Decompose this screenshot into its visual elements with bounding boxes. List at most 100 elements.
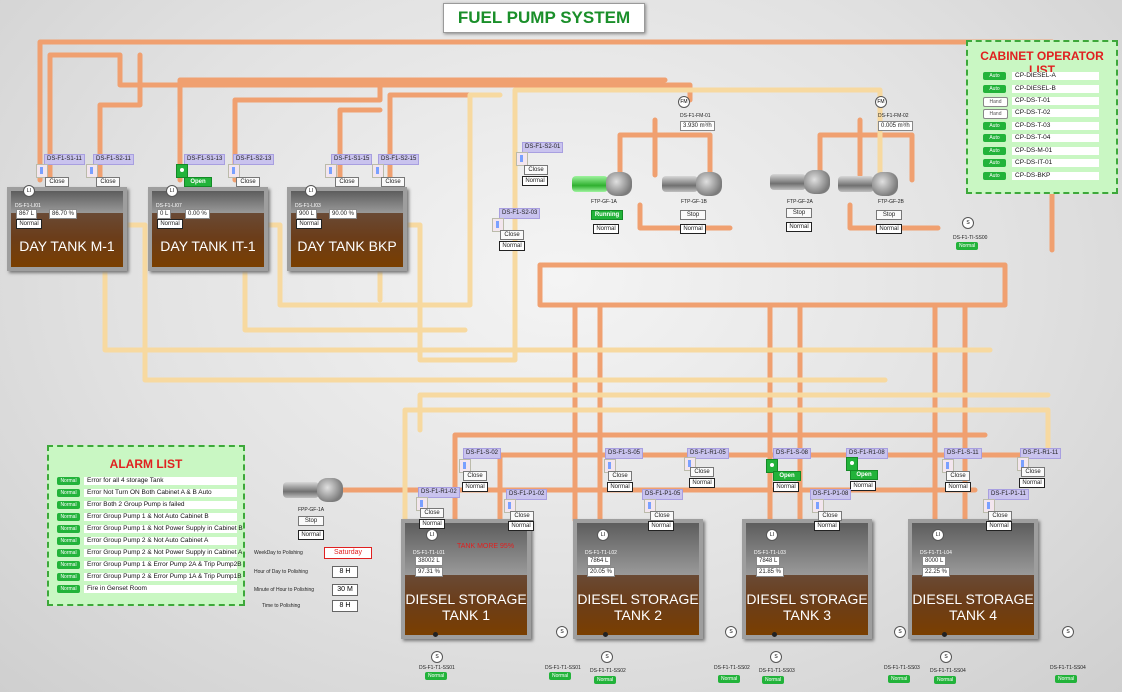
sensor-tag: DS-F1-T1-SS04 — [1050, 665, 1086, 671]
sensor-status-badge: Normal — [1055, 675, 1078, 683]
valve-state-button[interactable]: Close — [236, 177, 260, 187]
valve-state-button[interactable]: Close — [818, 511, 842, 521]
cabinet-name: CP-DIESEL-A — [1012, 72, 1099, 80]
valve-icon[interactable] — [459, 459, 471, 473]
valve-state-button[interactable]: Close — [500, 230, 524, 240]
valve-tag: DS-F1-R1-08 — [846, 448, 888, 459]
sensor-status-badge: Normal — [425, 672, 448, 680]
polishing-time-value[interactable]: 8 H — [332, 600, 358, 612]
valve-state-button[interactable]: Close — [335, 177, 359, 187]
valve-icon[interactable] — [176, 164, 188, 178]
valve-tag: DS-F1-P1-11 — [988, 489, 1029, 500]
valve-status: Normal — [419, 519, 445, 529]
tank-percent: 0.00 % — [185, 209, 210, 219]
valve-state-button[interactable]: Open — [850, 470, 878, 480]
tank-volume: 900 L — [296, 209, 318, 219]
alarm-status-badge: Normal — [57, 513, 80, 521]
day-tank-name: DAY TANK M-1 — [19, 238, 115, 254]
polishing-weekday-value[interactable]: Saturday — [324, 547, 372, 559]
polishing-hour-value[interactable]: 8 H — [332, 566, 358, 578]
sensor-icon: S — [601, 651, 613, 663]
alarm-text: Error Not Turn ON Both Cabinet A & B Aut… — [84, 489, 237, 497]
pump-state-button[interactable]: Stop — [680, 210, 706, 220]
level-gauge-icon: LI — [426, 529, 438, 541]
valve-state-button[interactable]: Close — [96, 177, 120, 187]
valve-status: Normal — [462, 482, 488, 492]
pump-state-button[interactable]: Stop — [786, 208, 812, 218]
level-gauge-icon: LI — [597, 529, 609, 541]
valve-icon[interactable] — [766, 459, 778, 473]
diesel-storage-tank-4[interactable]: DIESEL STORAGE TANK 4 DS-F1-T1-L04 8000 … — [908, 519, 1038, 639]
diesel-storage-tank-2[interactable]: DIESEL STORAGE TANK 2 DS-F1-T1-L02 7864 … — [573, 519, 703, 639]
valve-icon[interactable] — [228, 164, 240, 178]
valve-state-button[interactable]: Close — [420, 508, 444, 518]
valve-status: Normal — [508, 521, 534, 531]
valve-icon[interactable] — [372, 164, 384, 178]
valve-tag: DS-F1-S-11 — [944, 448, 982, 459]
polishing-label: Hour of Day to Polishing — [254, 569, 308, 575]
pump-state-button[interactable]: Stop — [298, 516, 324, 526]
valve-state-button[interactable]: Close — [510, 511, 534, 521]
level-tag: DS-F1-LI01 — [15, 203, 41, 209]
cabinet-name: CP-DS-T-01 — [1012, 97, 1099, 105]
valve-state-button[interactable]: Close — [650, 511, 674, 521]
level-tag: DS-F1-LI07 — [156, 203, 182, 209]
page-title: FUEL PUMP SYSTEM — [443, 3, 645, 33]
alarm-text: Error Group Pump 2 & Not Power Supply in… — [84, 549, 242, 557]
sensor-status-badge: Normal — [934, 676, 957, 684]
valve-state-button[interactable]: Close — [988, 511, 1012, 521]
valve-state-button[interactable]: Close — [463, 471, 487, 481]
pump-ftp-gf-1b[interactable] — [662, 172, 722, 196]
cabinet-name: CP-DIESEL-B — [1012, 85, 1099, 93]
pump-ftp-gf-2b[interactable] — [838, 172, 898, 196]
valve-state-button[interactable]: Close — [608, 471, 632, 481]
valve-tag: DS-F1-R1-05 — [687, 448, 729, 459]
polishing-minute-value[interactable]: 30 M — [332, 584, 358, 596]
valve-icon[interactable] — [36, 164, 48, 178]
alarm-status-badge: Normal — [57, 573, 80, 581]
pump-ftp-gf-1a[interactable] — [572, 172, 632, 196]
alarm-text: Error Group Pump 1 & Not Auto Cabinet B — [84, 513, 237, 521]
level-tag: DS-F1-LI03 — [295, 203, 321, 209]
day-tank-m1[interactable]: DAY TANK M-1 DS-F1-LI01 867 L 86.70 % No… — [7, 187, 127, 271]
sensor-status-badge: Normal — [594, 676, 617, 684]
polishing-label: WeekDay to Polishing — [254, 550, 303, 556]
valve-state-button[interactable]: Close — [524, 165, 548, 175]
valve-state-button[interactable]: Close — [1021, 467, 1045, 477]
level-gauge-icon: LI — [166, 185, 178, 197]
pump-state-button[interactable]: Stop — [876, 210, 902, 220]
sensor-status-badge: Normal — [956, 242, 979, 250]
valve-state-button[interactable]: Close — [381, 177, 405, 187]
valve-state-button[interactable]: Close — [946, 471, 970, 481]
valve-icon[interactable] — [492, 218, 504, 232]
valve-state-button[interactable]: Close — [690, 467, 714, 477]
valve-state-button[interactable]: Open — [184, 177, 212, 187]
tank-percent: 21.85 % — [756, 567, 785, 577]
pump-fpp-gf-1a[interactable] — [283, 478, 343, 502]
flow-meter-tag: DS-F1-FM-02 — [878, 113, 909, 119]
valve-state-button[interactable]: Open — [773, 471, 801, 481]
valve-icon[interactable] — [86, 164, 98, 178]
pump-state-button[interactable]: Running — [591, 210, 623, 220]
alarm-status-badge: Normal — [57, 549, 80, 557]
valve-state-button[interactable]: Close — [45, 177, 69, 187]
alarm-status-badge: Normal — [57, 489, 80, 497]
valve-icon[interactable] — [846, 457, 858, 471]
diesel-storage-tank-1[interactable]: DIESEL STORAGE TANK 1 DS-F1-T1-L01 38002… — [401, 519, 531, 639]
valve-status: Normal — [945, 482, 971, 492]
level-tag: DS-F1-T1-L01 — [413, 550, 445, 556]
valve-icon[interactable] — [516, 152, 528, 166]
day-tank-bkp[interactable]: DAY TANK BKP DS-F1-LI03 900 L 90.00 % No… — [287, 187, 407, 271]
diesel-storage-tank-3[interactable]: DIESEL STORAGE TANK 3 DS-F1-T1-L03 7848 … — [742, 519, 872, 639]
day-tank-it1[interactable]: DAY TANK IT-1 DS-F1-LI07 0 L 0.00 % Norm… — [148, 187, 268, 271]
cabinet-mode-badge: Auto — [983, 134, 1006, 142]
pump-ftp-gf-2a[interactable] — [770, 170, 830, 194]
sensor-icon: S — [725, 626, 737, 638]
valve-icon[interactable] — [325, 164, 337, 178]
alarm-text: Fire in Genset Room — [84, 585, 237, 593]
alarm-panel-title: ALARM LIST — [109, 457, 183, 471]
sensor-tag: DS-F1-T1-SS01 — [545, 665, 581, 671]
valve-tag: DS-F1-S2-03 — [499, 208, 541, 219]
pump-tag: FTP-GF-1A — [591, 199, 617, 205]
valve-icon[interactable] — [416, 497, 428, 511]
